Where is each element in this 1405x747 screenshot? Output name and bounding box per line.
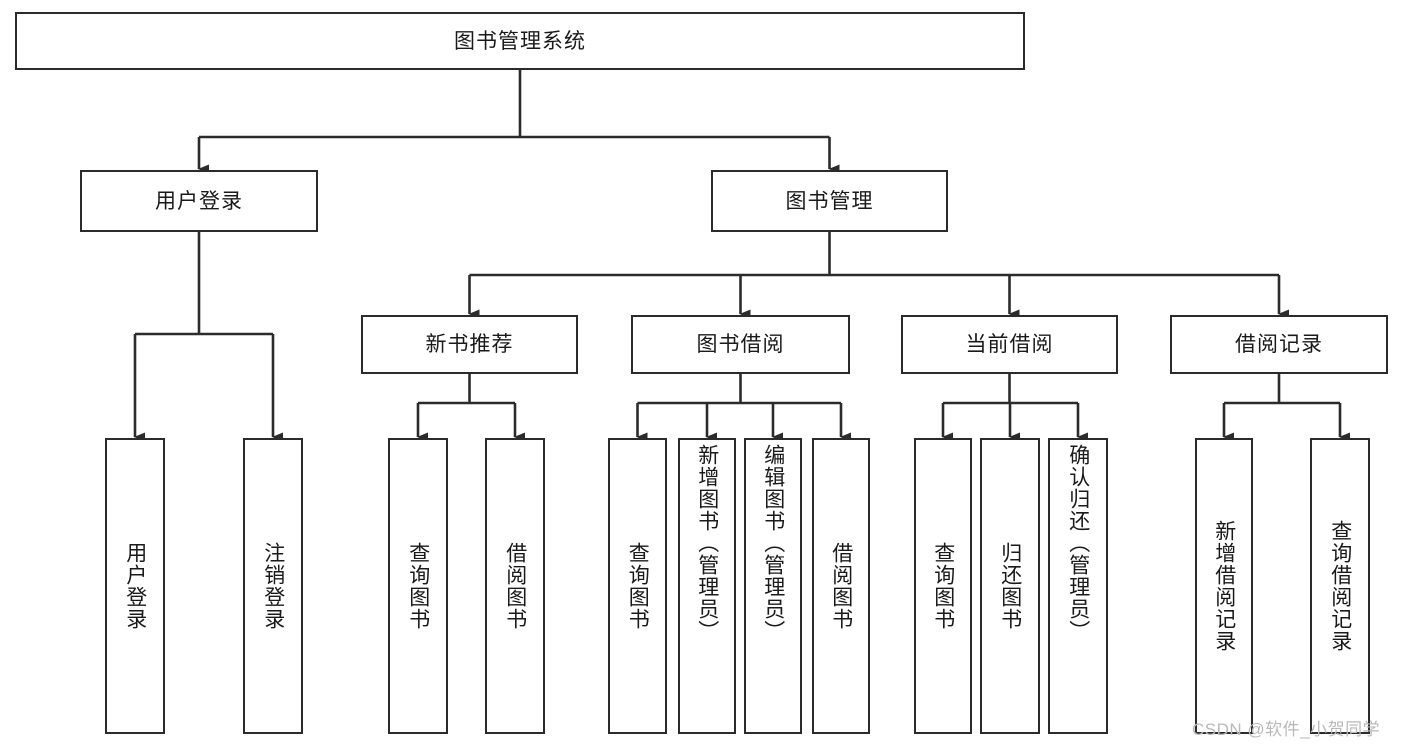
node-label: 查询图书 bbox=[931, 542, 955, 630]
node-label: 借阅记录 bbox=[1235, 333, 1323, 356]
node-label: 确认归还（管理员） bbox=[1066, 444, 1090, 642]
node-label: 图书管理 bbox=[785, 189, 874, 213]
node-label: 查询图书 bbox=[406, 542, 430, 630]
node-b-query[interactable]: 查询图书 bbox=[608, 438, 667, 734]
node-label: 查询借阅记录 bbox=[1328, 520, 1352, 652]
node-label: 查询图书 bbox=[626, 542, 650, 630]
node-bookmgmt[interactable]: 图书管理 bbox=[711, 170, 948, 232]
node-n-query[interactable]: 查询图书 bbox=[388, 438, 448, 734]
node-label: 借阅图书 bbox=[829, 542, 853, 630]
node-label: 图书借阅 bbox=[696, 333, 785, 356]
node-label: 当前借阅 bbox=[965, 333, 1054, 356]
node-newbook[interactable]: 新书推荐 bbox=[361, 315, 578, 374]
node-b-edit[interactable]: 编辑图书（管理员） bbox=[744, 438, 802, 734]
node-label: 借阅图书 bbox=[503, 542, 527, 630]
node-c-confirm[interactable]: 确认归还（管理员） bbox=[1048, 438, 1108, 734]
node-b-borrow[interactable]: 借阅图书 bbox=[812, 438, 870, 734]
node-login[interactable]: 用户登录 bbox=[80, 170, 318, 232]
node-label: 归还图书 bbox=[998, 542, 1022, 630]
node-current[interactable]: 当前借阅 bbox=[901, 315, 1118, 374]
node-label: 新增图书（管理员） bbox=[695, 444, 719, 642]
csdn-watermark: CSDN @软件_小贺同学 bbox=[1192, 720, 1381, 739]
node-label: 新书推荐 bbox=[425, 333, 514, 356]
node-label: 用户登录 bbox=[155, 189, 243, 213]
node-c-return[interactable]: 归还图书 bbox=[980, 438, 1040, 734]
node-l-logout[interactable]: 注销登录 bbox=[243, 438, 303, 734]
node-b-add[interactable]: 新增图书（管理员） bbox=[678, 438, 736, 734]
node-label: 注销登录 bbox=[261, 542, 285, 630]
node-label: 用户登录 bbox=[123, 542, 147, 630]
node-label: 新增借阅记录 bbox=[1212, 520, 1236, 652]
node-r-add[interactable]: 新增借阅记录 bbox=[1195, 438, 1253, 734]
node-r-query[interactable]: 查询借阅记录 bbox=[1310, 438, 1370, 734]
node-label: 图书管理系统 bbox=[454, 29, 586, 53]
node-root[interactable]: 图书管理系统 bbox=[15, 12, 1025, 70]
node-c-query[interactable]: 查询图书 bbox=[914, 438, 972, 734]
node-l-login[interactable]: 用户登录 bbox=[105, 438, 165, 734]
node-records[interactable]: 借阅记录 bbox=[1170, 315, 1388, 374]
node-n-borrow[interactable]: 借阅图书 bbox=[485, 438, 545, 734]
node-label: 编辑图书（管理员） bbox=[761, 444, 785, 642]
node-borrowbook[interactable]: 图书借阅 bbox=[631, 315, 850, 374]
